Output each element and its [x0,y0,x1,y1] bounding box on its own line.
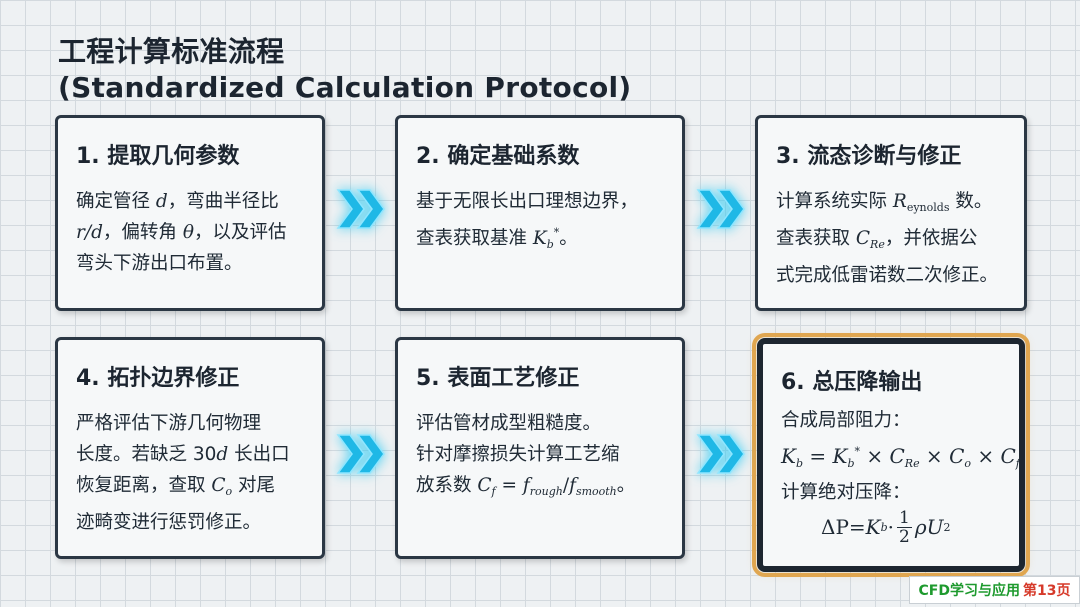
footer-page-number: 第13页 [1022,583,1071,599]
resistance-equation: Kb = Kb* × CRe × Co × Cf [781,444,1020,470]
double-chevron-right-icon [336,189,385,229]
step-heading: 2. 确定基础系数 [416,144,580,169]
step-heading: 6. 总压降输出 [781,370,923,395]
page-footer-badge: CFD学习与应用 第13页 [909,576,1080,604]
step-heading: 5. 表面工艺修正 [416,366,580,391]
step-card-2: 2. 确定基础系数 基于无限长出口理想边界， 查表获取基准 Kb*。 [395,115,685,311]
double-chevron-right-icon [336,434,385,474]
step-heading: 3. 流态诊断与修正 [776,144,962,169]
step-card-4: 4. 拓扑边界修正 严格评估下游几何物理 长度。若缺乏 30d 长出口 恢复距离… [55,337,325,559]
step-description: 合成局部阻力： Kb = Kb* × CRe × Co × Cf 计算绝对压降：… [781,410,1020,547]
page-title: 工程计算标准流程 (Standardized Calculation Proto… [58,34,632,106]
step-heading: 1. 提取几何参数 [76,144,240,169]
page-title-english: (Standardized Calculation Protocol) [58,71,632,104]
step-description: 确定管径 d，弯曲半径比 r/d，偏转角 θ，以及评估 弯头下游出口布置。 [76,191,287,274]
step-card-6-highlighted: 6. 总压降输出 合成局部阻力： Kb = Kb* × CRe × Co × C… [752,333,1030,577]
step-description: 基于无限长出口理想边界， 查表获取基准 Kb*。 [416,191,639,251]
step-heading: 4. 拓扑边界修正 [76,366,240,391]
step-card-3: 3. 流态诊断与修正 计算系统实际 Reynolds 数。 查表获取 CRe，并… [755,115,1027,311]
step-description: 评估管材成型粗糙度。 针对摩擦损失计算工艺缩 放系数 Cf = frough/f… [416,413,636,498]
step-description: 严格评估下游几何物理 长度。若缺乏 30d 长出口 恢复距离，查取 Co 对尾 … [76,413,290,533]
step-card-1: 1. 提取几何参数 确定管径 d，弯曲半径比 r/d，偏转角 θ，以及评估 弯头… [55,115,325,311]
double-chevron-right-icon [696,189,745,229]
footer-source-label: CFD学习与应用 [918,583,1020,599]
step-description: 计算系统实际 Reynolds 数。 查表获取 CRe，并依据公 式完成低雷诺数… [776,191,999,286]
double-chevron-right-icon [696,434,745,474]
step-card-5: 5. 表面工艺修正 评估管材成型粗糙度。 针对摩擦损失计算工艺缩 放系数 Cf … [395,337,685,559]
page-title-chinese: 工程计算标准流程 [58,35,285,68]
